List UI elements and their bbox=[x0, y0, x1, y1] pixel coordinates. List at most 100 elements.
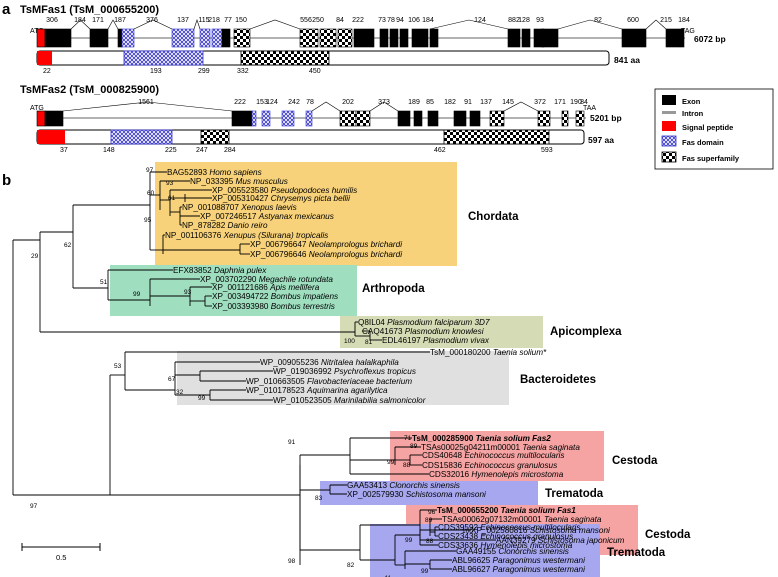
g2-intron-4 bbox=[503, 101, 539, 112]
g1-intron-5 bbox=[249, 19, 301, 30]
clade-label-cestoda-2: Cestoda bbox=[645, 529, 691, 541]
g1-exon-length-23: 93 bbox=[536, 17, 544, 24]
g1-exon-length-8: 218 bbox=[208, 17, 220, 24]
gene1-stop-codon: TAG bbox=[681, 28, 695, 35]
g1-exon-length-25: 600 bbox=[627, 17, 639, 24]
legend-exon-swatch bbox=[662, 95, 676, 105]
clade-box-trematoda-2 bbox=[370, 524, 600, 577]
g1-exon-length-22: 128 bbox=[518, 17, 530, 24]
g2-exon-11 bbox=[413, 110, 423, 127]
bootstrap-2: 60 bbox=[147, 190, 155, 197]
bootstrap-11: 81 bbox=[365, 339, 373, 346]
g2-intron-3 bbox=[369, 101, 399, 112]
gene1-fas-domain bbox=[123, 50, 204, 66]
gene1-protein-length: 841 aa bbox=[614, 55, 640, 65]
g1-exon-20 bbox=[507, 28, 521, 48]
legend-signal-peptide: Signal peptide bbox=[682, 123, 733, 132]
gene1-mark-4: 332 bbox=[237, 68, 249, 75]
g2-exon-1 bbox=[36, 110, 46, 127]
leaf-20: WP_009055236 Nitritalea halalkaphila bbox=[260, 358, 399, 367]
gene2-stop-codon: TAA bbox=[583, 105, 596, 112]
g1-intron-6 bbox=[429, 19, 509, 30]
leaf-21: WP_019036992 Psychroflexus tropicus bbox=[273, 367, 416, 376]
g1-exon-23 bbox=[541, 28, 559, 48]
g1-intron-4 bbox=[193, 19, 201, 30]
gene1-signal-peptide bbox=[37, 51, 52, 65]
leaf-3: XP_005523580 Pseudopodoces humilis bbox=[212, 186, 357, 195]
leaf-22: WP_010663505 Flavobacteriaceae bacterium bbox=[246, 377, 412, 386]
clade-box-cestoda-1 bbox=[390, 431, 604, 481]
gene2-length: 5201 bp bbox=[590, 113, 622, 123]
leaf-24: WP_010523505 Marinilabilia salmonicolor bbox=[273, 396, 426, 405]
legend: Exon Intron Signal peptide Fas domain Fa… bbox=[654, 88, 774, 170]
legend-fas-domain-swatch bbox=[661, 135, 677, 147]
bootstrap-29: 82 bbox=[347, 562, 355, 569]
bootstrap-4: 61 bbox=[168, 195, 176, 202]
leaf-5: NP_001088707 Xenopus laevis bbox=[182, 203, 297, 212]
g2-exon-4 bbox=[251, 110, 257, 127]
g1-intron-2 bbox=[107, 19, 119, 30]
bootstrap-19: 99 bbox=[387, 459, 395, 466]
g1-exon-length-10: 150 bbox=[235, 17, 247, 24]
bootstrap-24: 89 bbox=[425, 517, 433, 524]
gene2-mark-7: 593 bbox=[541, 147, 553, 154]
clade-box-trematoda-1 bbox=[320, 481, 538, 505]
g2-exon-length-4: 124 bbox=[266, 99, 278, 106]
leaf-41: ABL96627 Paragonimus westermani bbox=[452, 565, 585, 574]
g1-exon-19 bbox=[429, 28, 439, 48]
leaf-15: XP_003393980 Bombus terrestris bbox=[212, 302, 335, 311]
g2-exon-15 bbox=[489, 110, 505, 127]
g2-exon-length-17: 190 bbox=[570, 99, 582, 106]
g2-exon-7 bbox=[305, 110, 313, 127]
bootstrap-5: 95 bbox=[144, 217, 152, 224]
g1-exon-26 bbox=[679, 28, 685, 48]
leaf-38: AAN39279 Schistosoma japonicum bbox=[496, 536, 625, 545]
g2-exon-length-10: 85 bbox=[426, 99, 434, 106]
leaf-13: XP_001121686 Apis mellifera bbox=[212, 283, 320, 292]
gene2-mark-1: 37 bbox=[60, 147, 68, 154]
gene2-fas-superfamily-2 bbox=[443, 129, 550, 145]
g1-exon-10 bbox=[233, 28, 251, 48]
bootstrap-16: 99 bbox=[198, 395, 206, 402]
g1-exon-8 bbox=[211, 28, 223, 48]
g1-exon-length-7: 115 bbox=[198, 17, 209, 24]
g2-exon-18 bbox=[575, 110, 585, 127]
g2-exon-length-3: 153 bbox=[256, 99, 268, 106]
leaf-25: TsM_000285900 Taenia solium Fas2 bbox=[412, 434, 551, 443]
g2-exon-length-12: 91 bbox=[464, 99, 472, 106]
gene2-mark-2: 148 bbox=[103, 147, 115, 154]
g2-exon-length-16: 171 bbox=[554, 99, 566, 106]
g1-exon-length-4: 187 bbox=[114, 17, 126, 24]
g1-exon-18 bbox=[411, 28, 429, 48]
leaf-32: TsM_000655200 Taenia solium Fas1 bbox=[437, 506, 576, 515]
leaf-34: CDS39592 Echinococcus multilocularis bbox=[438, 523, 580, 532]
g1-exon-4 bbox=[117, 28, 123, 48]
g1-exon-16 bbox=[389, 28, 399, 48]
clade-label-apicomplexa: Apicomplexa bbox=[550, 326, 622, 338]
g1-exon-2 bbox=[44, 28, 72, 48]
g1-exon-17 bbox=[399, 28, 409, 48]
leaf-11: EFX83852 Daphnia pulex bbox=[173, 266, 267, 275]
leaf-17: CAQ41673 Plasmodium knowlesi bbox=[362, 327, 484, 336]
leaf-39: GAA49155 Clonorchis sinensis bbox=[456, 547, 569, 556]
g2-exon-8 bbox=[339, 110, 357, 127]
leaf-6: XP_007246517 Astyanax mexicanus bbox=[200, 212, 334, 221]
g1-exon-length-26: 215 bbox=[660, 17, 672, 24]
gene2-mark-5: 284 bbox=[224, 147, 236, 154]
gene1-fas-superfamily bbox=[240, 50, 330, 66]
leaf-2: NP_033395 Mus musculus bbox=[190, 177, 288, 186]
g1-exon-length-27: 184 bbox=[678, 17, 690, 24]
g2-exon-17 bbox=[561, 110, 569, 127]
g1-exon-length-17: 94 bbox=[396, 17, 404, 24]
bootstrap-10: 100 bbox=[344, 338, 355, 345]
gene2-fas-domain bbox=[110, 129, 173, 145]
gene2-mark-6: 462 bbox=[434, 147, 446, 154]
g1-exon-length-21: 882 bbox=[508, 17, 520, 24]
g1-exon-12 bbox=[319, 28, 337, 48]
bootstrap-25: 99 bbox=[405, 537, 413, 544]
bootstrap-23: 96 bbox=[428, 509, 436, 516]
g2-exon-length-6: 78 bbox=[306, 99, 314, 106]
g2-exon-length-13: 137 bbox=[480, 99, 492, 106]
g2-exon-10 bbox=[397, 110, 411, 127]
